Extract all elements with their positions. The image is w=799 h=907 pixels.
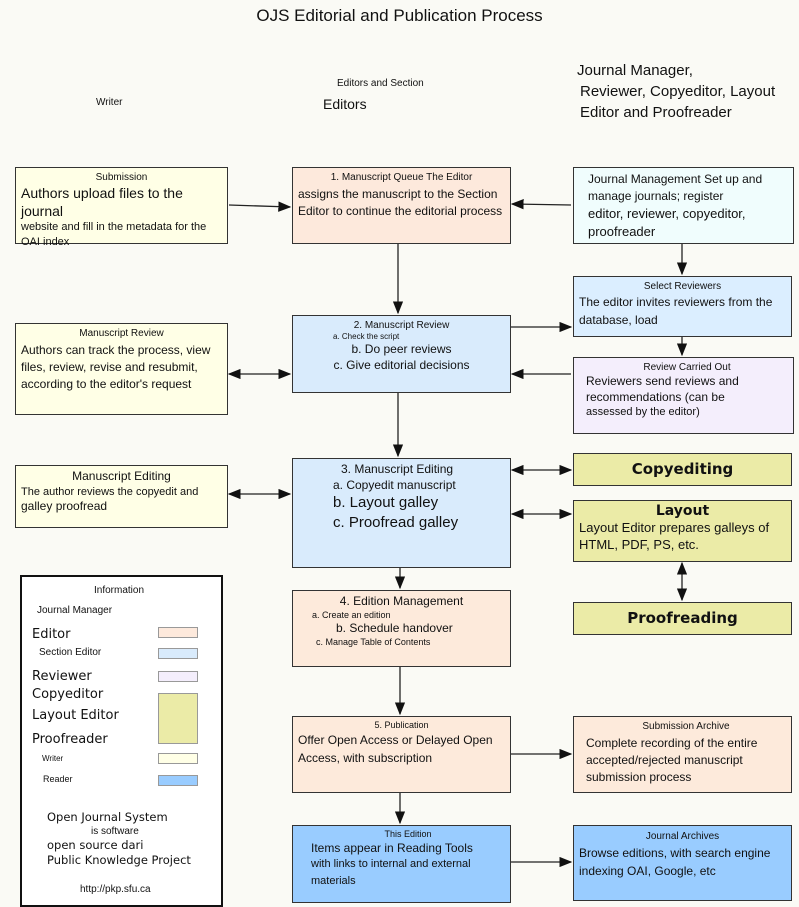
- box-title: Journal Archives: [645, 831, 720, 842]
- manuscript-editing-box: 3. Manuscript Editing a. Copyedit manusc…: [292, 458, 511, 568]
- box-text: b. Layout galley: [333, 494, 439, 512]
- journal-management-box: Journal Management Set up and manage jou…: [573, 167, 794, 244]
- legend-label: Reviewer: [32, 669, 92, 684]
- box-text: website and fill in the metadata for the…: [21, 221, 207, 248]
- box-title: 1. Manuscript Queue The Editor: [330, 172, 473, 183]
- legend-label: Layout Editor: [32, 708, 119, 723]
- legend-swatch-editor: [158, 627, 198, 638]
- box-title: Layout: [655, 503, 710, 519]
- box-title: 2. Manuscript Review: [353, 320, 450, 331]
- box-text: b. Schedule handover: [336, 621, 453, 636]
- diagram-title: OJS Editorial and Publication Process: [256, 6, 543, 25]
- copyediting-box: Copyediting: [573, 453, 792, 486]
- box-text: Layout Editor prepares galleys of HTML, …: [579, 520, 770, 553]
- submission-box: Submission Authors upload files to the j…: [15, 167, 228, 248]
- legend-swatch-section-editor: [158, 648, 198, 659]
- box-title: Manuscript Review: [79, 328, 164, 339]
- legend-label: Journal Manager: [37, 605, 113, 616]
- box-text: assessed by the editor): [586, 406, 700, 419]
- box-title: 3. Manuscript Editing: [341, 462, 454, 476]
- legend-swatch-production: [158, 693, 198, 744]
- box-title: This Edition: [384, 829, 432, 839]
- box-text: c. Manage Table of Contents: [316, 636, 431, 647]
- column-editors-2: Editors: [323, 96, 367, 112]
- publication-box: 5. Publication Offer Open Access or Dela…: [292, 716, 511, 793]
- box-title: Submission: [95, 172, 148, 183]
- legend-swatch-writer: [158, 753, 198, 764]
- box-text: assigns the manuscript to the Section Ed…: [298, 186, 503, 218]
- box-text: galley proofread: [21, 498, 108, 513]
- arrow-jm-queue: [510, 198, 572, 210]
- manuscript-queue-box: 1. Manuscript Queue The Editor assigns t…: [292, 167, 511, 244]
- this-edition-box: This Edition Items appear in Reading Too…: [292, 825, 511, 903]
- box-text: with links to internal and external mate…: [311, 858, 471, 887]
- box-text: a. Copyedit manuscript: [333, 477, 456, 492]
- legend-label: Copyeditor: [32, 687, 104, 702]
- legend-footer: Open Journal System is software open sou…: [47, 810, 191, 868]
- legend-label: Writer: [42, 754, 64, 763]
- box-title: Select Reviewers: [643, 281, 722, 292]
- box-text: Authors can track the process, view file…: [21, 342, 211, 392]
- footer-line: open source dari: [47, 837, 144, 852]
- legend-url: http://pkp.sfu.ca: [80, 884, 151, 895]
- review-carried-out-box: Review Carried Out Reviewers send review…: [573, 357, 794, 434]
- arrow-submission-queue: [228, 201, 292, 212]
- box-text: Journal Management Set up and manage jou…: [588, 172, 763, 203]
- submission-archive-box: Submission Archive Complete recording of…: [573, 716, 792, 793]
- box-text: b. Do peer reviews: [351, 342, 452, 357]
- box-title: 4. Edition Management: [339, 594, 464, 608]
- legend-label: Proofreader: [32, 732, 108, 747]
- box-title: Submission Archive: [642, 721, 730, 732]
- writer-review-box: Manuscript Review Authors can track the …: [15, 323, 228, 415]
- legend-label: Editor: [32, 627, 71, 642]
- legend-label: Reader: [43, 774, 73, 784]
- journal-archives-box: Journal Archives Browse editions, with s…: [573, 825, 792, 901]
- box-text: c. Give editorial decisions: [333, 357, 470, 372]
- box-text: Items appear in Reading Tools: [311, 840, 473, 855]
- manager-line: Journal Manager,: [577, 62, 693, 79]
- layout-box: Layout Layout Editor prepares galleys of…: [573, 500, 792, 562]
- box-text: a. Check the script: [333, 332, 400, 341]
- column-writer: Writer: [96, 97, 123, 108]
- column-editors-1: Editors and Section: [337, 78, 424, 89]
- legend-swatch-reader: [158, 775, 198, 786]
- manuscript-review-box: 2. Manuscript Review a. Check the script…: [292, 315, 511, 393]
- box-text: Authors upload files to the journal: [21, 185, 183, 220]
- legend-box: Information Journal Manager Editor Secti…: [20, 575, 223, 907]
- manager-line: Editor and Proofreader: [580, 104, 732, 121]
- box-title: Manuscript Editing: [72, 469, 171, 483]
- box-text: The editor invites reviewers from the da…: [579, 295, 773, 327]
- legend-title: Information: [94, 585, 145, 596]
- footer-line: Open Journal System: [47, 810, 168, 824]
- box-title: 5. Publication: [374, 720, 429, 730]
- manager-line: Reviewer, Copyeditor, Layout: [580, 83, 776, 100]
- legend-swatch-reviewer: [158, 671, 198, 682]
- select-reviewers-box: Select Reviewers The editor invites revi…: [573, 276, 792, 337]
- footer-line: Public Knowledge Project: [47, 852, 191, 867]
- legend-label: Section Editor: [39, 647, 102, 658]
- column-manager: Journal Manager, Reviewer, Copyeditor, L…: [577, 60, 775, 123]
- box-text: a. Create an edition: [312, 609, 391, 620]
- writer-editing-box: Manuscript Editing The author reviews th…: [15, 465, 228, 528]
- box-text: Complete recording of the entire accepte…: [586, 735, 758, 785]
- footer-line: is software: [91, 825, 139, 837]
- box-text: The author reviews the copyedit and: [21, 485, 199, 498]
- box-title: Review Carried Out: [643, 362, 731, 373]
- box-text: editor, reviewer, copyeditor, proofreade…: [588, 205, 746, 239]
- box-text: Browse editions, with search engine inde…: [579, 846, 771, 878]
- box-text: c. Proofread galley: [333, 513, 459, 531]
- box-text: Offer Open Access or Delayed Open Access…: [298, 732, 493, 765]
- box-text: Reviewers send reviews and recommendatio…: [586, 374, 739, 404]
- edition-management-box: 4. Edition Management a. Create an editi…: [292, 590, 511, 667]
- proofreading-box: Proofreading: [573, 602, 792, 635]
